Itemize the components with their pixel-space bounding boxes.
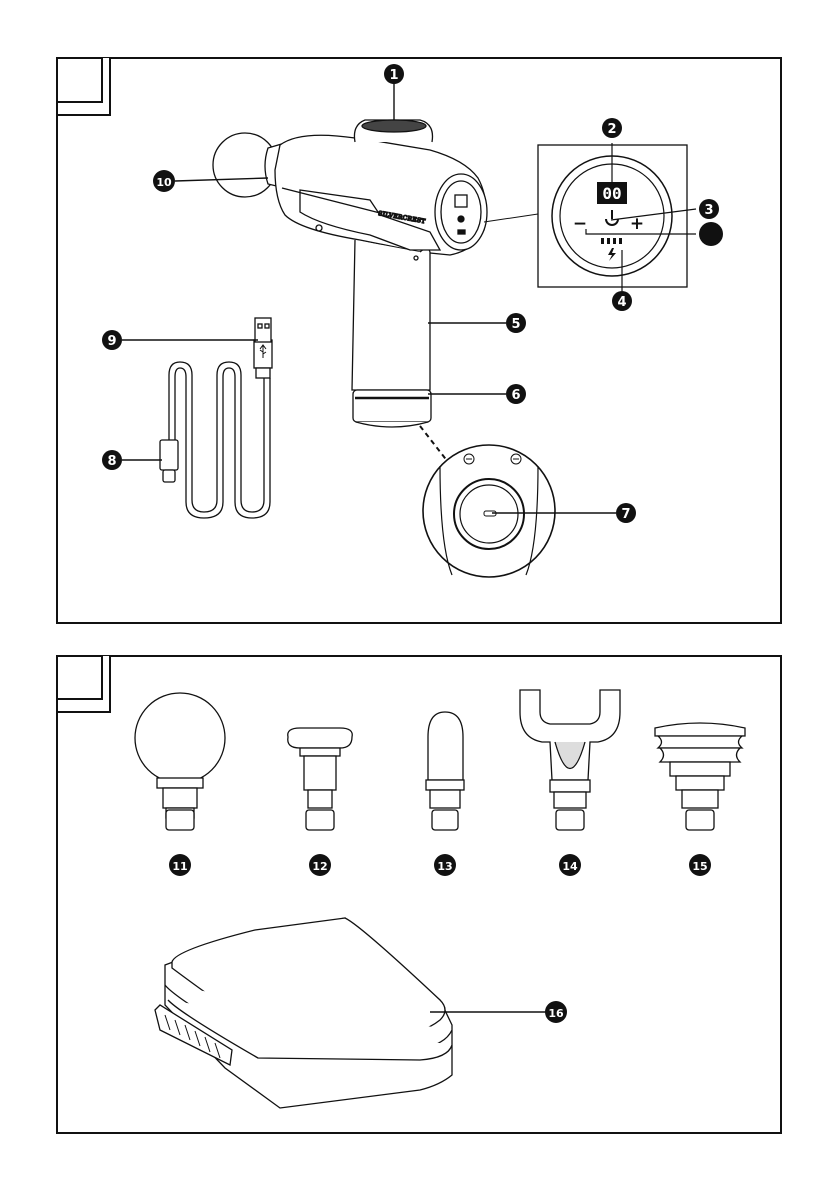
callout-6: 6 <box>506 384 526 404</box>
svg-text:16: 16 <box>548 1007 564 1020</box>
attachment-ball-head <box>135 693 225 830</box>
callout-13: 13 <box>434 854 456 876</box>
svg-text:6: 6 <box>511 388 520 403</box>
svg-text:9: 9 <box>107 334 116 349</box>
callout-8: 8 <box>102 450 122 470</box>
svg-text:13: 13 <box>437 860 452 873</box>
callout-4: 4 <box>612 291 632 311</box>
panel-b-label-box <box>57 656 102 699</box>
callout-1: 1 <box>384 64 404 84</box>
svg-text:5: 5 <box>511 317 520 332</box>
callout-3: 3 <box>699 199 719 219</box>
control-panel-detail: 00 − + <box>484 143 723 291</box>
svg-text:10: 10 <box>156 176 172 189</box>
display-value: 00 <box>602 184 621 203</box>
callout-11: 11 <box>169 854 191 876</box>
svg-text:7: 7 <box>621 507 630 522</box>
usb-c-plug <box>160 440 178 470</box>
bottom-band <box>353 390 431 422</box>
callout-7: 7 <box>616 503 636 523</box>
svg-text:4: 4 <box>617 295 626 310</box>
usb-cable <box>160 318 272 518</box>
carry-case <box>155 918 452 1108</box>
callout-10: 10 <box>153 170 175 192</box>
svg-text:2: 2 <box>607 122 616 137</box>
attachment-flat-head <box>288 728 353 830</box>
svg-text:14: 14 <box>562 860 578 873</box>
svg-text:11: 11 <box>172 860 187 873</box>
callout-14: 14 <box>559 854 581 876</box>
svg-text:8: 8 <box>107 454 116 469</box>
attachment-cushion-head <box>655 723 745 830</box>
callout-16: 16 <box>545 1001 567 1023</box>
callout-5: 5 <box>506 313 526 333</box>
callout-15: 15 <box>689 854 711 876</box>
attachment-fork-head <box>520 690 620 830</box>
callout-2: 2 <box>602 118 622 138</box>
callout-9: 9 <box>102 330 122 350</box>
svg-text:15: 15 <box>692 860 707 873</box>
callout-12: 12 <box>309 854 331 876</box>
svg-text:12: 12 <box>312 860 327 873</box>
massage-gun: SILVERCREST <box>213 120 487 427</box>
charging-port-detail <box>420 426 555 577</box>
minus-button-label: − <box>573 214 587 234</box>
unlabeled-marker <box>699 222 723 246</box>
svg-text:3: 3 <box>704 203 713 218</box>
gun-handle <box>352 240 430 390</box>
svg-text:1: 1 <box>389 68 398 83</box>
attachment-bullet-head <box>426 712 464 830</box>
panel-a-label-box <box>57 58 102 102</box>
